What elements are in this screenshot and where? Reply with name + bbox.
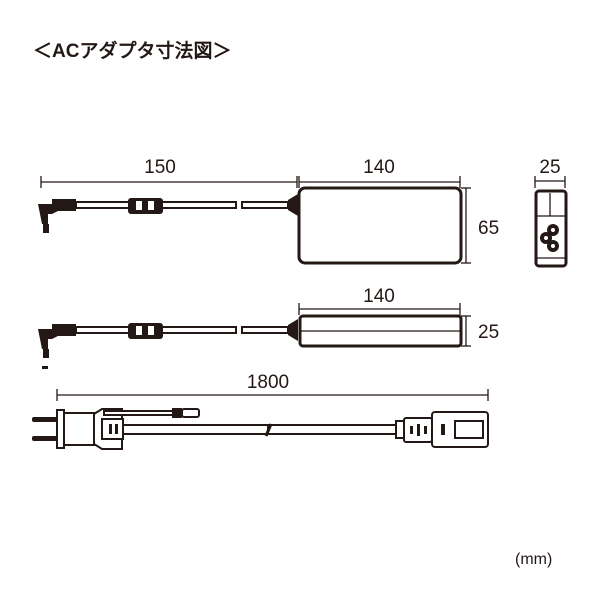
dim-label-150: 150	[144, 157, 176, 178]
dim-label-25-side: 25	[478, 322, 499, 343]
dim-line-150	[40, 176, 298, 188]
c6-inlet-icon	[540, 224, 559, 252]
dim-label-65: 65	[478, 218, 499, 239]
c5-connector	[395, 411, 489, 448]
dim-label-25-end: 25	[539, 157, 560, 178]
ground-wire	[103, 408, 200, 418]
dc-cable-side	[38, 319, 298, 369]
adapter-body-top	[297, 186, 463, 265]
ac-cable: 1800	[32, 372, 489, 450]
dim-label-140-top: 140	[363, 157, 395, 178]
diagram-title: ＜ACアダプタ寸法図＞	[33, 39, 231, 62]
dim-label-1800: 1800	[247, 372, 289, 393]
end-view: 25	[534, 157, 568, 268]
ac-plug	[32, 408, 124, 450]
side-view: 140 25	[38, 286, 499, 369]
dim-line-65	[461, 187, 471, 264]
dc-cable-top	[38, 194, 298, 233]
dim-label-140-side: 140	[363, 286, 395, 307]
top-view: 150 140 65	[38, 157, 499, 265]
unit-label: (mm)	[515, 551, 552, 568]
dim-line-140-top	[298, 176, 461, 188]
